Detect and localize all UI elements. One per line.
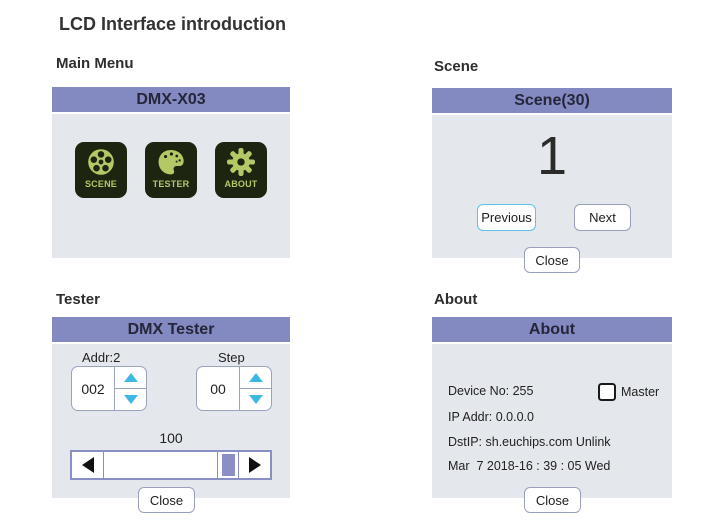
scene-number: 1 [536, 126, 568, 186]
slider-right-button[interactable] [238, 452, 270, 478]
level-slider [70, 450, 272, 480]
tester-panel: DMX Tester Addr:2 002 Step 00 100 [52, 317, 290, 513]
page-title: LCD Interface introduction [59, 14, 287, 34]
master-label: Master [621, 385, 660, 399]
palette-icon [158, 149, 184, 175]
arrow-up-icon [248, 373, 263, 382]
scene-panel-title: Scene(30) [432, 88, 672, 115]
step-value: 00 [197, 367, 240, 410]
tester-close-button[interactable]: Close [138, 487, 195, 513]
about-close-button[interactable]: Close [524, 487, 581, 513]
previous-button[interactable]: Previous [477, 204, 536, 231]
datetime-text: Mar 7 2018-16 : 39 : 05 Wed [448, 459, 611, 473]
addr-value: 002 [72, 367, 115, 410]
arrow-right-icon [248, 457, 261, 473]
arrow-down-icon [248, 395, 263, 404]
step-spinner: 00 [196, 366, 272, 411]
menu-tile-scene[interactable]: SCENE [75, 142, 127, 198]
tester-panel-title: DMX Tester [52, 317, 290, 344]
slider-left-button[interactable] [72, 452, 104, 478]
step-label: Step [218, 350, 245, 365]
film-reel-icon [88, 149, 114, 175]
scene-panel: Scene(30) 1 Previous Next Close [432, 88, 672, 273]
about-panel-title: About [432, 317, 672, 344]
step-up-button[interactable] [240, 367, 271, 389]
section-label-scene: Scene [434, 58, 479, 75]
addr-label: Addr:2 [82, 350, 121, 365]
section-label-main-menu: Main Menu [56, 55, 134, 72]
device-no-text: Device No: 255 [448, 384, 534, 398]
addr-down-button[interactable] [115, 389, 146, 410]
main-menu-icons-row: SCENE TESTER [52, 142, 290, 198]
dst-ip-text: DstIP: sh.euchips.com Unlink [448, 435, 611, 449]
slider-thumb[interactable] [221, 454, 235, 476]
section-label-tester: Tester [56, 291, 100, 308]
slider-track[interactable] [104, 452, 217, 478]
ip-addr-text: IP Addr: 0.0.0.0 [448, 410, 534, 424]
arrow-up-icon [123, 373, 138, 382]
about-panel: About Device No: 255 Master IP Addr: 0.0… [432, 317, 672, 513]
master-checkbox[interactable] [598, 383, 616, 401]
addr-up-button[interactable] [115, 367, 146, 389]
section-label-about: About [434, 291, 478, 308]
next-button[interactable]: Next [574, 204, 631, 231]
main-menu-panel: DMX-X03 SCENE [52, 87, 290, 258]
menu-tile-scene-label: SCENE [84, 179, 117, 189]
arrow-left-icon [81, 457, 94, 473]
menu-tile-tester[interactable]: TESTER [145, 142, 197, 198]
menu-tile-about[interactable]: ABOUT [215, 142, 267, 198]
step-down-button[interactable] [240, 389, 271, 410]
menu-tile-tester-label: TESTER [152, 179, 190, 189]
slider-thumb-cell [217, 452, 238, 478]
scene-close-button[interactable]: Close [524, 247, 580, 273]
addr-spinner: 002 [71, 366, 147, 411]
menu-tile-about-label: ABOUT [224, 179, 258, 189]
gear-icon [227, 148, 255, 176]
level-value: 100 [159, 430, 183, 446]
main-menu-panel-title: DMX-X03 [52, 87, 290, 114]
arrow-down-icon [123, 395, 138, 404]
